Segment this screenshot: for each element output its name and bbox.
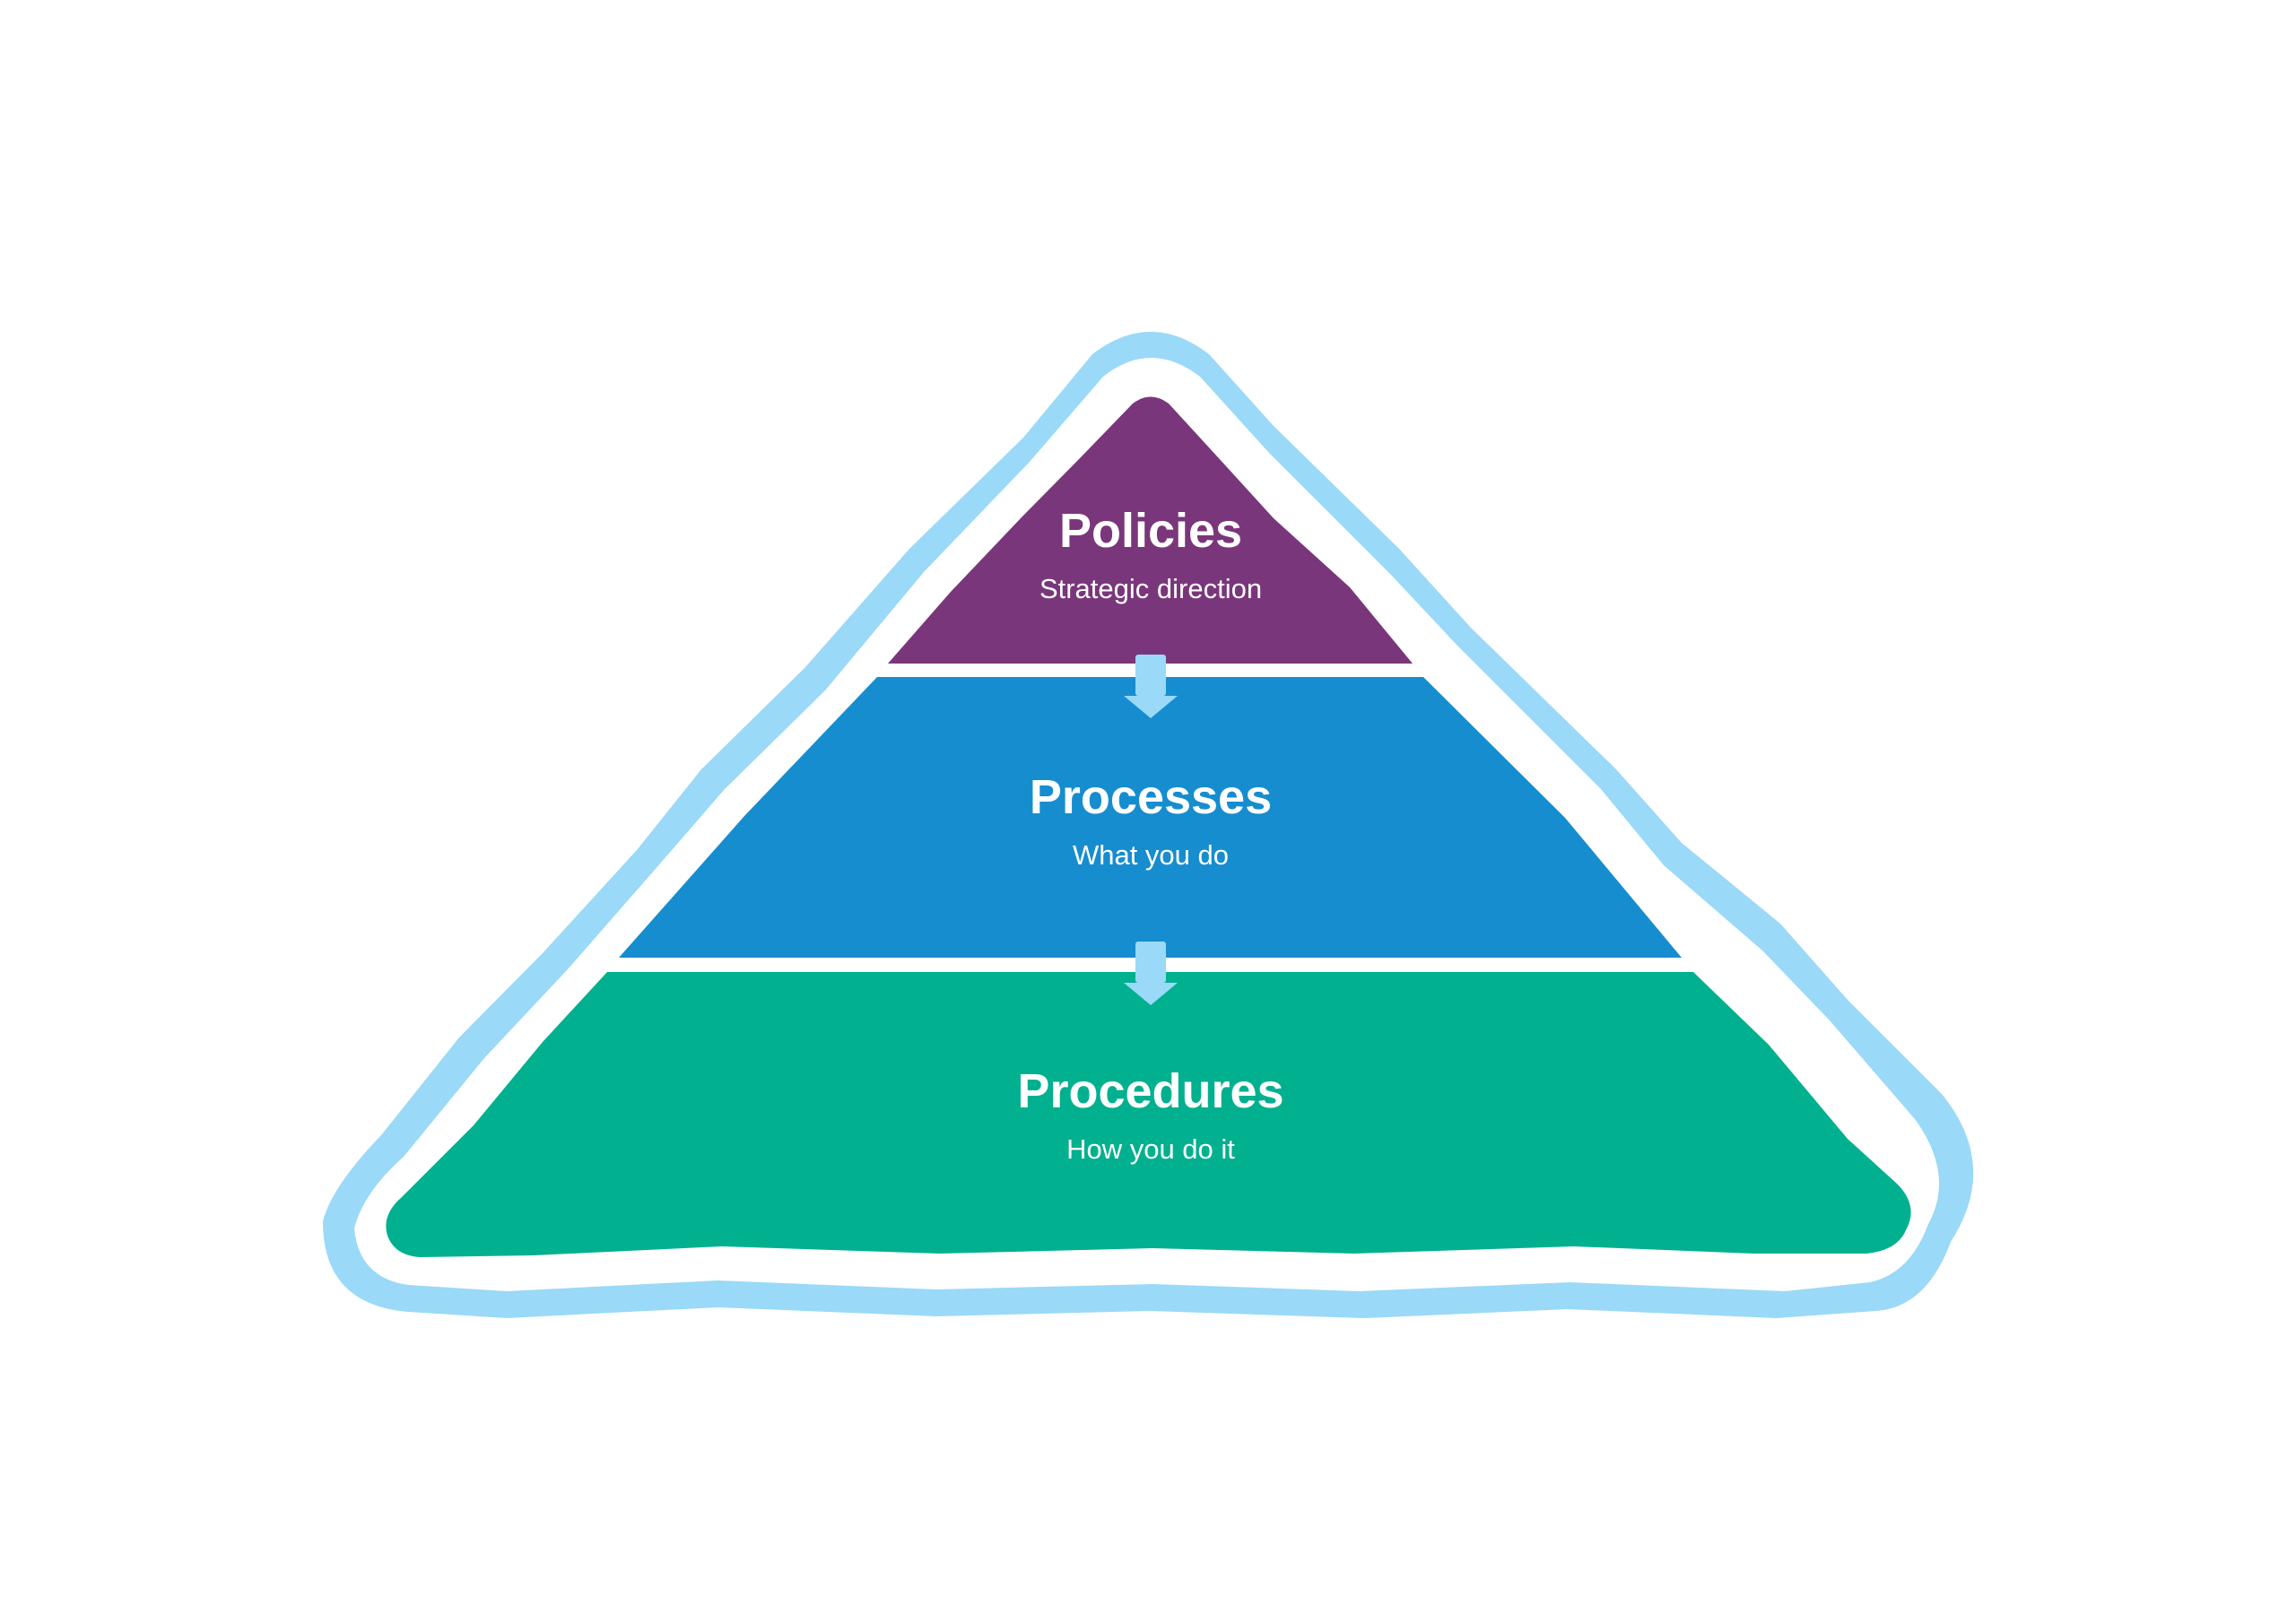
arrow-down-icon bbox=[1124, 942, 1178, 1005]
tier-subtitle-procedures: How you do it bbox=[1066, 1133, 1235, 1165]
tier-title-policies: Policies bbox=[1059, 504, 1242, 558]
tier-subtitle-processes: What you do bbox=[1073, 839, 1229, 871]
tier-processes-shape bbox=[619, 677, 1682, 958]
tier-title-procedures: Procedures bbox=[1017, 1064, 1283, 1118]
tier-procedures-shape bbox=[386, 972, 1911, 1257]
tier-policies-shape bbox=[888, 396, 1413, 664]
arrow-down-icon bbox=[1124, 655, 1178, 718]
tier-title-processes: Processes bbox=[1030, 770, 1272, 824]
tier-subtitle-policies: Strategic direction bbox=[1039, 573, 1262, 604]
